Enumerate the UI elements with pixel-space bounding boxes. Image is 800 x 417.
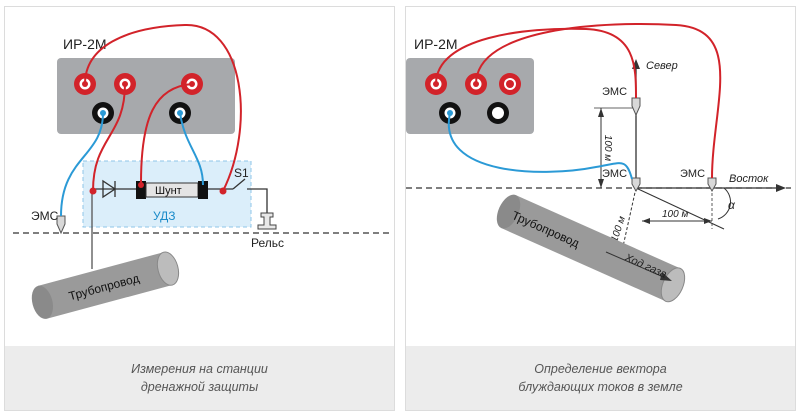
switch-icon — [232, 178, 246, 190]
caption-line: блуждающих токов в земле — [518, 380, 683, 394]
caption: Измерения на станции дренажной защиты — [5, 346, 394, 410]
red-wire — [84, 23, 242, 192]
pipeline — [31, 251, 180, 319]
device-label: ИР-2М — [63, 36, 107, 52]
switch-label: S1 — [234, 166, 249, 180]
ems-electrode-east — [707, 177, 717, 193]
device-label: ИР-2М — [414, 36, 458, 52]
pipeline — [496, 194, 686, 303]
north-label: Север — [646, 60, 678, 72]
ems-east-label: ЭМС — [680, 168, 705, 180]
black-terminal — [487, 102, 509, 124]
red-wire — [92, 83, 126, 192]
red-terminal — [499, 73, 521, 95]
vector-line — [635, 187, 725, 230]
gas-flow-arrow — [605, 251, 669, 280]
ems-electrode-center — [631, 177, 641, 193]
shunt-terminal — [198, 181, 208, 199]
panel-drainage-station: ИР-2М УДЗ Шунт S1 — [4, 6, 395, 411]
red-wire — [435, 27, 637, 99]
panel-stray-current-vector: ИР-2М Север Восток 100 м — [405, 6, 796, 411]
caption: Определение вектора блуждающих токов в з… — [406, 346, 795, 410]
udz-label: УДЗ — [153, 209, 175, 223]
red-wire — [475, 23, 722, 179]
blue-wire — [60, 112, 104, 217]
dist-vertical-label: 100 м — [602, 135, 613, 161]
caption-line: дренажной защиты — [140, 380, 259, 394]
red-wire — [140, 83, 193, 184]
angle-label: α — [728, 198, 736, 212]
ems-center-label: ЭМС — [602, 168, 627, 180]
shunt-terminal — [136, 181, 146, 199]
dist-horizontal-label: 100 м — [662, 209, 688, 220]
shunt-label: Шунт — [155, 185, 182, 197]
rail-icon — [257, 212, 277, 230]
blue-wire — [179, 112, 204, 186]
drainage-diagram: ИР-2М УДЗ Шунт S1 — [13, 23, 390, 319]
blue-wire — [447, 112, 633, 180]
caption-line: Измерения на станции — [131, 362, 268, 376]
ems-electrode-north — [631, 97, 641, 117]
east-label: Восток — [729, 173, 769, 185]
diode-icon — [102, 179, 117, 199]
ems-north-label: ЭМС — [602, 86, 627, 98]
rail-label: Рельс — [251, 236, 284, 250]
ems-electrode — [56, 215, 66, 235]
device-body — [406, 58, 534, 134]
vector-diagram: ИР-2М Север Восток 100 м — [406, 23, 791, 303]
device-body — [57, 58, 235, 134]
caption-line: Определение вектора — [534, 362, 667, 376]
ems-label: ЭМС — [31, 209, 59, 223]
